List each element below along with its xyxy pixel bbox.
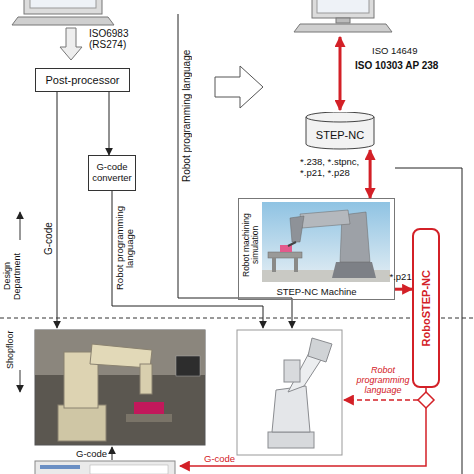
computer-screen: [30, 0, 96, 8]
machining-table: [272, 258, 276, 272]
standard-label: ISO 10303 AP 238: [355, 60, 438, 71]
database-cylinder: STEP-NC: [305, 112, 375, 150]
robot-base: [268, 432, 314, 448]
computer-keyboard: [12, 17, 114, 25]
data-arrow: [339, 37, 342, 110]
direction-arrow: [20, 370, 21, 392]
output-line: [344, 399, 418, 401]
node-text: Post-processor: [46, 74, 120, 86]
computer-screen: [317, 0, 369, 13]
department-divider: [0, 318, 474, 319]
file-format-label: *.238, *.stpnc, *.p21, *.p28: [300, 156, 364, 179]
photo-monitor: [176, 356, 200, 376]
node-caption: STEP-NC Machine: [239, 286, 394, 297]
robot-arm: [300, 210, 350, 228]
simulation-background: [262, 202, 390, 282]
computer-monitor: [312, 0, 374, 18]
machining-table: [294, 258, 298, 272]
robot-wrist: [290, 216, 304, 242]
screenshot-panel: [90, 465, 168, 474]
file-format-label: *.p21: [390, 272, 420, 282]
output-label: G-code: [204, 454, 235, 464]
flow-label: G-code: [76, 449, 107, 459]
flow-line: [57, 92, 58, 328]
node-text: Robot machining simulation: [242, 205, 261, 285]
robot-drawing: [237, 330, 342, 455]
cylinder-body: [306, 112, 374, 149]
standard-label: ISO6983 (RS274): [89, 28, 141, 50]
flow-label: Robot programming language: [115, 198, 136, 298]
computer-keyboard: [294, 24, 392, 32]
node-text: G-code converter: [89, 162, 135, 184]
machining-table: [126, 414, 172, 422]
photo-wall: [35, 330, 205, 375]
process-box: Post-processor: [35, 68, 130, 92]
workpiece: [134, 402, 164, 414]
connector: [369, 150, 372, 198]
computer-monitor: [24, 0, 102, 14]
workpiece: [280, 245, 292, 252]
machining-table: [268, 252, 302, 258]
machine-box: Robot machining simulationSTEP-NC Machin…: [238, 198, 395, 300]
screenshot-bar: [40, 465, 80, 469]
process-box: G-code converter: [88, 155, 136, 191]
direction-arrow: [20, 212, 21, 240]
department-label: Design Department: [3, 245, 23, 307]
flow-line: [395, 168, 462, 474]
robot-base: [58, 405, 106, 441]
standard-label: ISO 14649: [372, 46, 417, 56]
module-box: RoboSTEP-NC: [412, 228, 440, 388]
software-screenshot: [35, 461, 175, 474]
hollow-arrow: [60, 28, 82, 60]
output-label: Robot programming language: [352, 366, 414, 396]
robot-motor: [284, 360, 300, 382]
department-label: Shopfloor: [6, 323, 16, 369]
cylinder-rim: [306, 117, 374, 122]
flow-line: [112, 447, 113, 460]
hollow-arrow: [215, 66, 263, 108]
flow-label: G-code: [43, 205, 54, 255]
node-text: RoboSTEP-NC: [420, 270, 432, 346]
flow-label: Robot programming language: [181, 42, 192, 182]
output-line: [180, 408, 426, 466]
robot-photo: [35, 330, 205, 445]
robot-wrist: [308, 338, 332, 362]
connector: [109, 92, 110, 155]
robot-wrist: [140, 364, 152, 394]
flow-line: [112, 191, 263, 328]
node-text: STEP-NC: [316, 121, 364, 141]
branch-diamond: [418, 392, 434, 408]
robot-body: [272, 386, 310, 432]
computer-stand: [336, 18, 350, 23]
connector: [395, 288, 412, 291]
robot-tool: [288, 242, 296, 246]
robot-base: [332, 262, 376, 278]
